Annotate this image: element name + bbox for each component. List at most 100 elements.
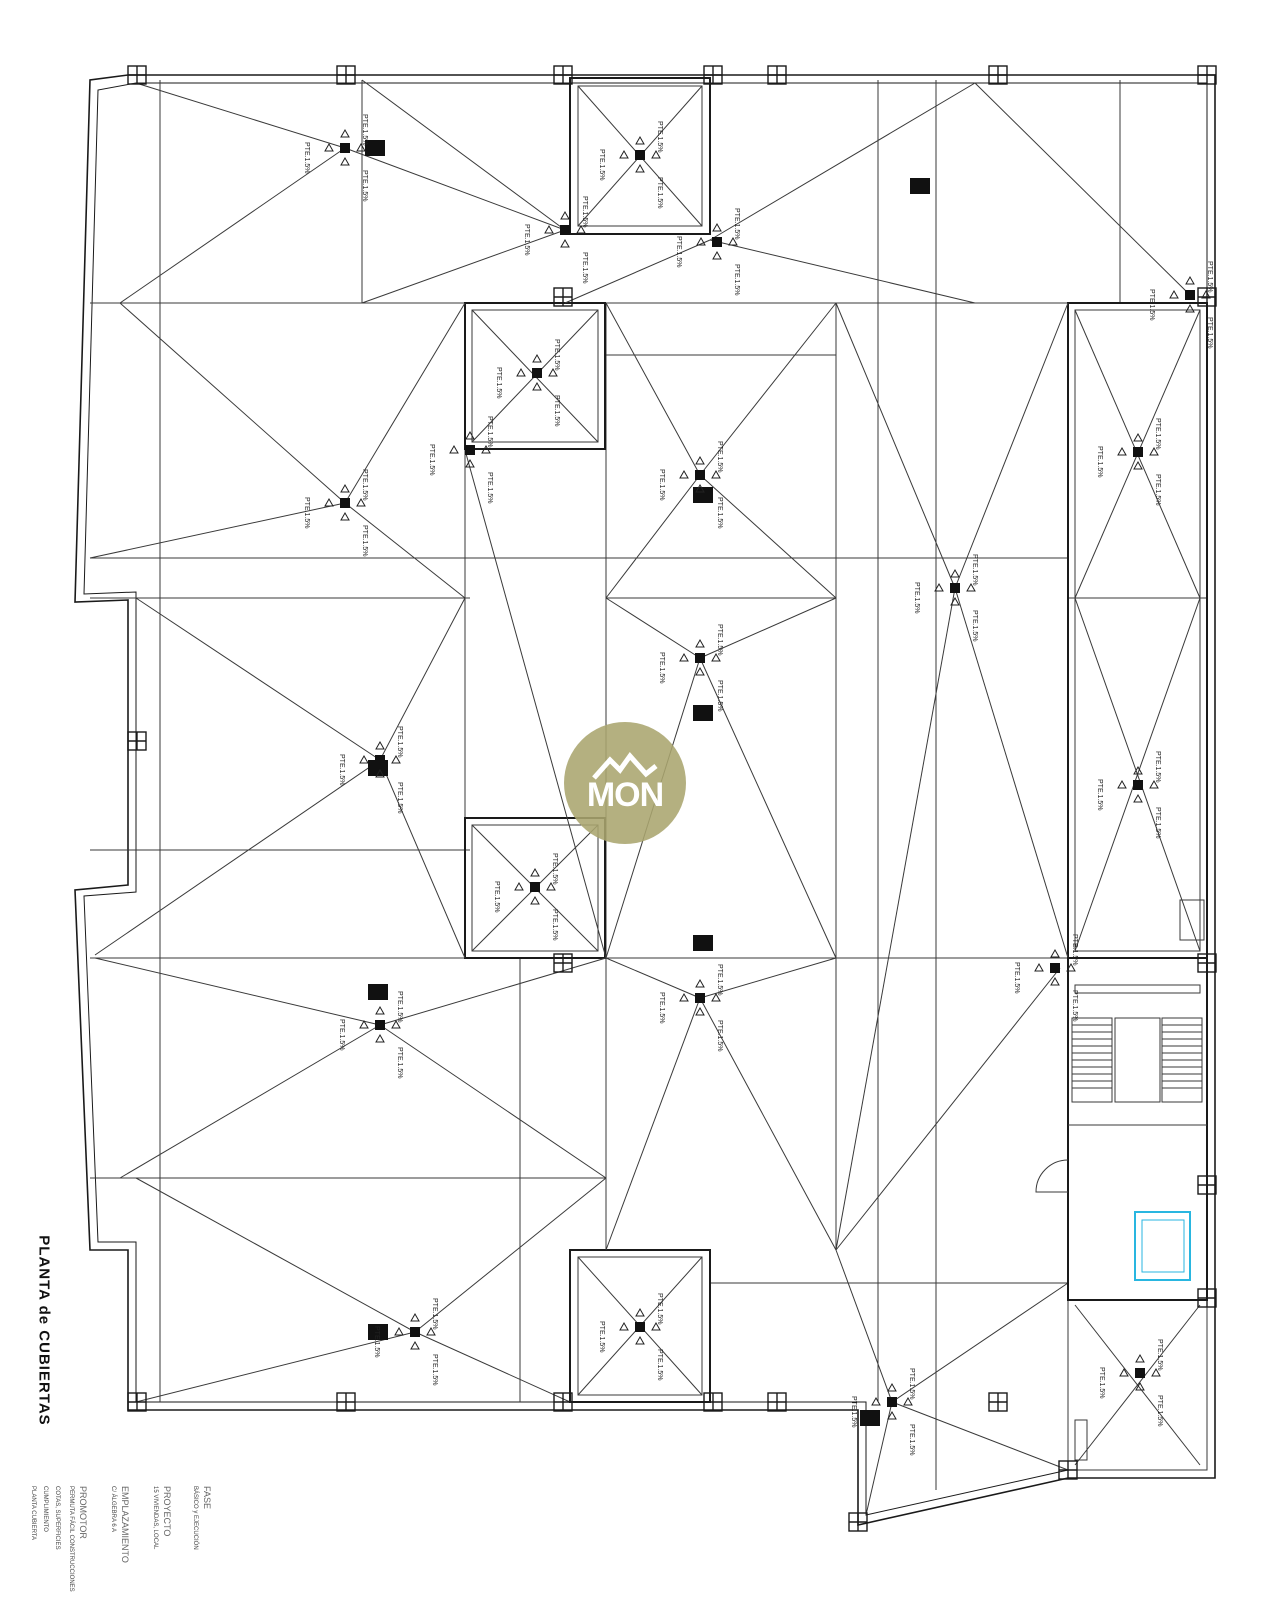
drain-point [695, 653, 705, 663]
slope-label: PTE.1.5% [551, 853, 558, 885]
slope-label: PTE.1.5% [913, 582, 920, 614]
slope-arrow [359, 1019, 369, 1029]
slope-arrow [560, 210, 570, 220]
column [1058, 1460, 1078, 1480]
slope-arrow [635, 1307, 645, 1317]
columns [127, 65, 1217, 1532]
slope-arrow [1133, 793, 1143, 803]
column [1197, 287, 1217, 307]
slope-arrow [548, 367, 558, 377]
slope-arrow [394, 1326, 404, 1336]
slope-label: PTE.1.5% [1154, 751, 1161, 783]
slope-label: PTE.1.5% [598, 1321, 605, 1353]
slope-arrow [532, 353, 542, 363]
stair-core [1067, 957, 1208, 1301]
slope-arrow [1066, 962, 1076, 972]
slope-arrow [966, 582, 976, 592]
slope-label: PTE.1.5% [361, 170, 368, 202]
slope-label: PTE.1.5% [971, 610, 978, 642]
slope-arrow [711, 469, 721, 479]
outer-wall [74, 74, 1216, 1526]
slope-arrow [1119, 1367, 1129, 1377]
slope-label: PTE.1.5% [553, 339, 560, 371]
title-block: FASE BÁSICO y EJECUCIÓN PROYECTO 15 VIVI… [0, 1480, 230, 1600]
title-block-value: 15 VIVIENDAS, LOCAL [152, 1486, 158, 1550]
slope-arrow [619, 1321, 629, 1331]
drain-point [887, 1397, 897, 1407]
slope-label: PTE.1.5% [908, 1424, 915, 1456]
slope-label: PTE.1.5% [486, 472, 493, 504]
drains [340, 140, 1195, 1426]
mountain-icon [592, 751, 658, 780]
slope-label: PTE.1.5% [431, 1298, 438, 1330]
annotation-tag [368, 1324, 388, 1340]
drawing-title: PLANTA de CUBIERTAS [24, 1235, 64, 1425]
slope-arrow [544, 224, 554, 234]
column [553, 287, 573, 307]
slope-arrow [530, 895, 540, 905]
column [1197, 1288, 1217, 1308]
slope-arrow [465, 458, 475, 468]
slope-arrow [516, 367, 526, 377]
slope-label: PTE.1.5% [716, 624, 723, 656]
light-well-4 [569, 1249, 711, 1403]
slope-arrow [375, 1033, 385, 1043]
slope-arrow [728, 236, 738, 246]
drawing-title-text: PLANTA de CUBIERTAS [35, 1234, 53, 1426]
slope-label: PTE.1.5% [373, 1326, 380, 1358]
slope-arrow [696, 236, 706, 246]
slope-arrow [410, 1312, 420, 1322]
slope-arrow [340, 128, 350, 138]
slope-arrow [514, 881, 524, 891]
slope-arrow [449, 444, 459, 454]
patio-right [1067, 302, 1208, 959]
plan-structure [74, 74, 1216, 1526]
column [553, 65, 573, 85]
slope-arrow [619, 149, 629, 159]
drain-point [340, 143, 350, 153]
slope-label: PTE.1.5% [551, 909, 558, 941]
annotation-tag [368, 760, 388, 776]
slope-label: PTE.1.5% [486, 416, 493, 448]
slope-label: PTE.1.5% [716, 497, 723, 529]
slope-label: PTE.1.5% [338, 754, 345, 786]
column [553, 1392, 573, 1412]
slope-arrow [426, 1326, 436, 1336]
annotation-tag [368, 984, 388, 1000]
slope-arrow [1135, 1381, 1145, 1391]
slope-labels: PTE.1.5% PTE.1.5% PTE.1.5% PTE.1.5% PTE.1.5%… [303, 114, 1213, 1456]
slope-arrow [635, 1335, 645, 1345]
slope-arrow [887, 1382, 897, 1392]
title-block-value: COTAS, SUPERFICIES [54, 1486, 60, 1550]
drain-point [410, 1327, 420, 1337]
slope-arrow [871, 1396, 881, 1406]
slope-label: PTE.1.5% [361, 114, 368, 146]
slope-label: PTE.1.5% [581, 252, 588, 284]
column [767, 65, 787, 85]
drain-point [560, 225, 570, 235]
slope-label: PTE.1.5% [658, 469, 665, 501]
slope-arrow [391, 1019, 401, 1029]
slope-label: PTE.1.5% [428, 444, 435, 476]
slope-arrow [635, 135, 645, 145]
column [336, 1392, 356, 1412]
column [767, 1392, 787, 1412]
column [1197, 1175, 1217, 1195]
slope-arrow [356, 497, 366, 507]
slope-arrow [695, 455, 705, 465]
slope-arrow [651, 149, 661, 159]
column [127, 1392, 147, 1412]
slope-label: PTE.1.5% [493, 881, 500, 913]
slope-arrow [560, 238, 570, 248]
slope-arrow [1135, 1353, 1145, 1363]
slope-label: PTE.1.5% [495, 367, 502, 399]
slope-label: PTE.1.5% [1156, 1339, 1163, 1371]
annotation-tag [693, 487, 713, 503]
slope-arrow [1133, 460, 1143, 470]
slope-arrow [635, 163, 645, 173]
slope-label: PTE.1.5% [716, 441, 723, 473]
slope-label: PTE.1.5% [908, 1368, 915, 1400]
elevator [1134, 1211, 1191, 1281]
slope-arrows [324, 128, 1211, 1420]
light-well-2 [464, 302, 606, 450]
